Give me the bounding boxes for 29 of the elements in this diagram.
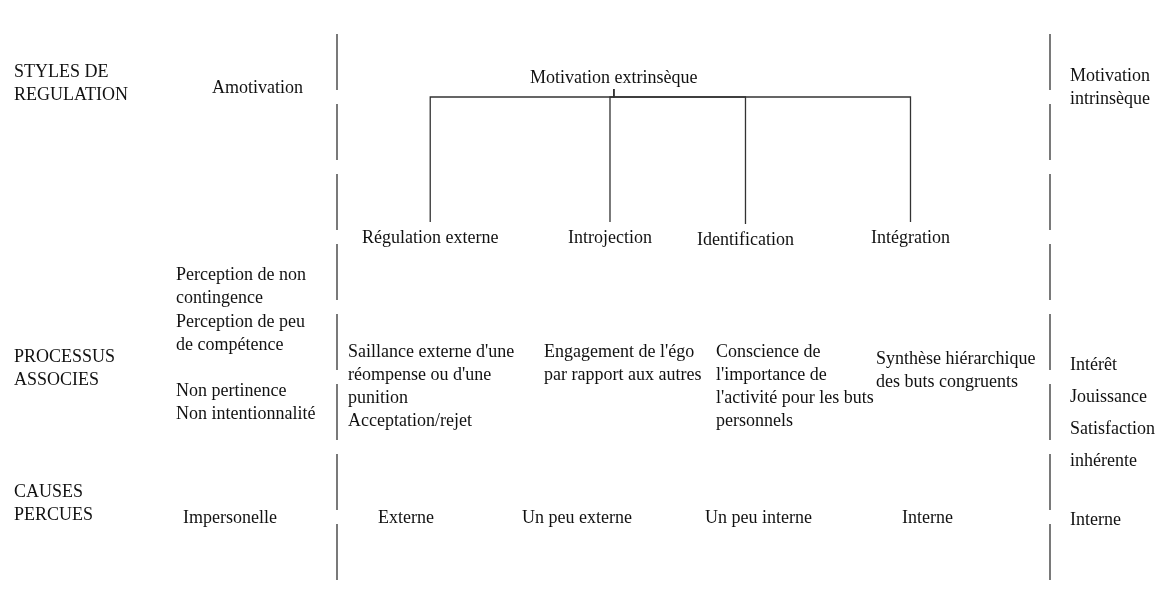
subcategory-label: Introjection: [568, 226, 652, 249]
category-heading: Motivation extrinsèque: [530, 66, 698, 89]
column-heading: Amotivation: [212, 76, 304, 99]
process-text: Non intentionnalité: [176, 402, 317, 425]
process-text: Intérêt: [1070, 353, 1118, 376]
process-text: Perception de non contingence: [176, 263, 307, 309]
cause-text: Un peu externe: [522, 506, 633, 529]
cause-text: Impersonelle: [183, 506, 278, 529]
subcategory-label: Régulation externe: [362, 226, 499, 249]
cause-text: Externe: [378, 506, 435, 529]
process-text: Satisfaction inhérente: [1070, 417, 1156, 472]
subcategory-label: Identification: [697, 228, 794, 251]
row-heading: STYLES DE REGULATION: [14, 60, 129, 106]
process-text: Acceptation/rejet: [348, 409, 473, 432]
cause-text: Interne: [902, 506, 954, 529]
process-text: Synthèse hiérarchique des buts congruents: [876, 347, 1036, 393]
column-heading: Motivation intrinsèque: [1070, 64, 1151, 110]
process-text: Non pertinence: [176, 379, 288, 402]
process-text: Jouissance: [1070, 385, 1148, 408]
bracket-line: [613, 88, 912, 223]
process-text: Conscience de l'importance de l'activité pour les buts personnels: [716, 340, 875, 432]
process-text: Engagement de l'égo par rapport aux autres: [544, 340, 703, 386]
process-text: Saillance externe d'une réompense ou d'une punition: [348, 340, 516, 409]
row-heading: PROCESSUS ASSOCIES: [14, 345, 117, 391]
process-text: Perception de peu de compétence: [176, 310, 306, 356]
subcategory-label: Intégration: [871, 226, 950, 249]
cause-text: Interne: [1070, 508, 1122, 531]
cause-text: Un peu interne: [705, 506, 813, 529]
row-heading: CAUSES PERCUES: [14, 480, 95, 526]
